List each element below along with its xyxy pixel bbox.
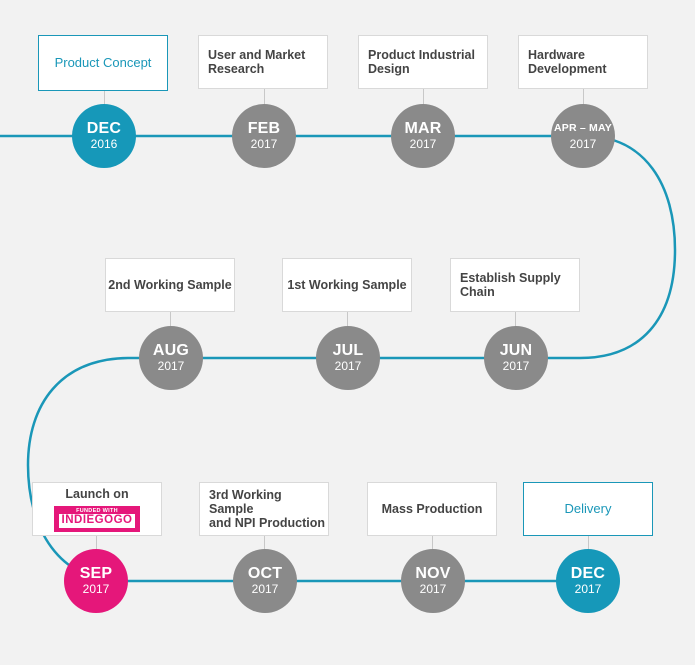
node-year: 2017 [250,137,278,151]
milestone-label-text: User and Market Research [208,48,306,76]
node-month: JUL [332,342,364,359]
node-year: 2017 [82,582,110,596]
milestone-label-user-market-research: User and Market Research [198,35,328,89]
milestone-label-hardware-development: Hardware Development [518,35,648,89]
connector-stem [170,312,171,328]
connector-stem [104,91,105,105]
milestone-label-text: Establish Supply Chain [460,271,561,299]
milestone-label-text: Product Industrial Design [368,48,475,76]
milestone-label-product-concept: Product Concept [38,35,168,91]
milestone-label-text: Launch on [65,486,129,501]
node-month: AUG [152,342,190,359]
node-year: 2017 [419,582,447,596]
node-month: OCT [247,565,283,582]
node-year: 2017 [409,137,437,151]
connector-stem [588,536,589,552]
milestone-label-text: 3rd Working Sample and NPI Production [209,488,325,530]
node-month: NOV [415,565,451,582]
connector-stem [264,536,265,552]
connector-stem [264,89,265,105]
indiegogo-badge: FUNDED WITH INDIEGOGO [53,505,141,532]
node-month: MAR [404,120,442,137]
node-year: 2017 [569,137,597,151]
milestone-label-text: Product Concept [54,55,152,70]
milestone-label-product-industrial-design: Product Industrial Design [358,35,488,89]
milestone-node-apr-may-2017: APR – MAY 2017 [551,104,615,168]
node-month: DEC [86,120,122,137]
connector-stem [583,89,584,105]
connector-stem [423,89,424,105]
milestone-label-2nd-working-sample: 2nd Working Sample [105,258,235,312]
milestone-label-1st-working-sample: 1st Working Sample [282,258,412,312]
milestone-label-launch: Launch on FUNDED WITH INDIEGOGO [32,482,162,536]
node-month: SEP [79,565,113,582]
node-year: 2017 [334,359,362,373]
node-year: 2017 [157,359,185,373]
node-month: APR – MAY [553,122,612,134]
milestone-label-3rd-working-sample: 3rd Working Sample and NPI Production [199,482,329,536]
milestone-label-establish-supply-chain: Establish Supply Chain [450,258,580,312]
badge-indiegogo: INDIEGOGO [58,514,136,528]
node-year: 2017 [251,582,279,596]
connector-stem [96,536,97,552]
milestone-label-mass-production: Mass Production [367,482,497,536]
node-year: 2016 [90,137,118,151]
node-month: DEC [570,565,606,582]
milestone-label-text: Delivery [564,501,612,516]
connector-stem [432,536,433,552]
milestone-label-text: 2nd Working Sample [108,278,232,292]
node-year: 2017 [574,582,602,596]
connector-stem [515,312,516,328]
milestone-label-text: Hardware Development [528,48,607,76]
milestone-label-delivery: Delivery [523,482,653,536]
badge-funded-with: FUNDED WITH [76,507,118,514]
milestone-label-text: Mass Production [381,502,483,516]
node-month: JUN [499,342,533,359]
connector-stem [347,312,348,328]
node-month: FEB [247,120,281,137]
milestone-label-text: 1st Working Sample [287,278,407,292]
node-year: 2017 [502,359,530,373]
